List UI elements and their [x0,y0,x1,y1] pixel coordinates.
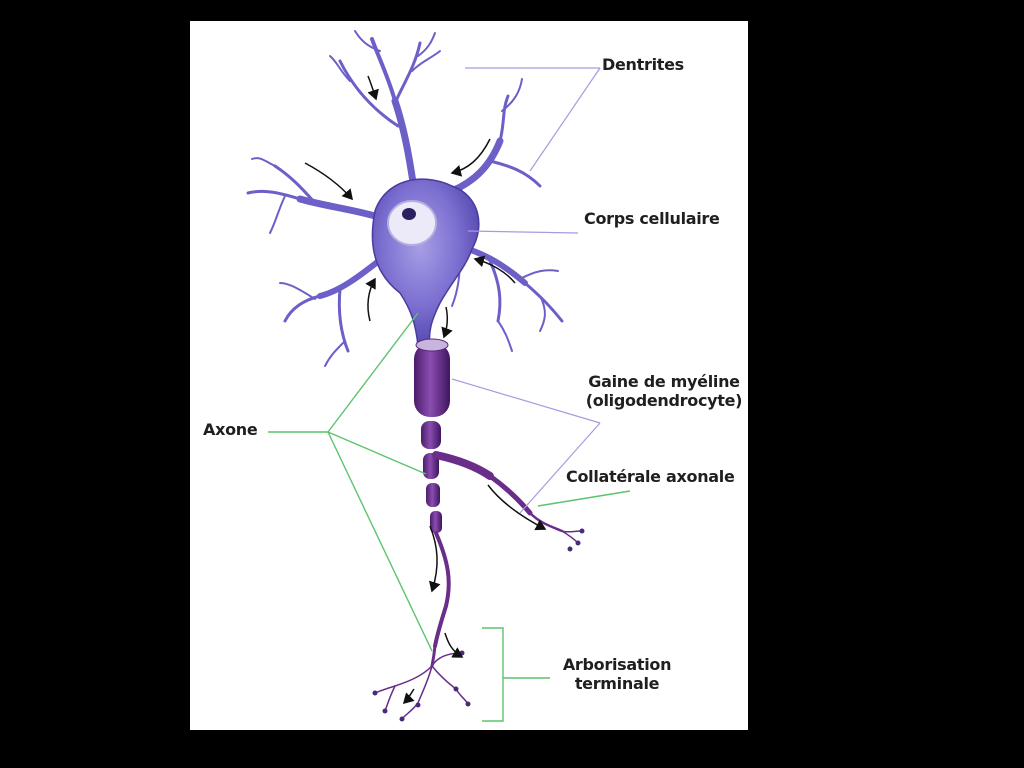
flow-arrow-icon [450,138,491,177]
dendrite-left [269,195,286,234]
neuron-diagram [246,30,631,722]
dendrite-lower-right [523,281,564,323]
dendrite-left [251,157,276,167]
dendrite-right [501,78,523,112]
terminal-arborization [374,652,469,720]
axon-lower [430,531,451,668]
flow-arrows [304,75,547,705]
leader-axone-2 [327,431,427,475]
dendrite-lower-right [488,259,502,323]
leader-axone-3 [327,431,433,652]
label-gaine-de-myeline: Gaine de myéline (oligodendrocyte) [575,372,753,410]
myelin-sheath [414,338,450,533]
flow-arrow-icon [304,162,353,201]
flow-arrow-icon [444,632,464,658]
dendrite-upper [338,59,400,128]
bracket-arborisation [482,627,504,722]
dendrite-upper [411,50,441,72]
label-arborisation-terminale: Arborisation terminale [552,655,682,693]
label-dentrites: Dentrites [602,55,684,74]
label-gaine-line2: (oligodendrocyte) [585,391,743,410]
collateral-terminals [567,528,585,552]
dendrite-lower-right [519,269,559,280]
nucleolus [402,208,416,220]
dendrite-lower-right [539,295,546,332]
dendrite-lower-left [283,294,322,323]
dendrite-upper [393,41,422,105]
dendrite-right [498,94,510,143]
flow-arrow-icon [365,277,376,322]
flow-arrow-icon [402,688,415,705]
dendrite-lower-left [317,253,388,299]
leader-gaine-diag [519,422,601,514]
leader-corps-cellulaire [467,230,579,234]
diagram-slide: Dentrites Corps cellulaire Gaine de myél… [190,21,748,730]
dendrite-left [273,164,317,205]
label-arborisation-line1: Arborisation [562,655,672,674]
dendrite-upper [417,32,436,57]
dendrite-lower-left [337,287,350,353]
dendrites [246,30,564,367]
leader-collaterale [537,490,631,507]
dendrite-right [488,159,542,188]
dendrite-lower-right [497,320,513,352]
synaptic-terminals [372,650,471,722]
dendrite-upper [370,37,397,103]
flow-arrow-icon [429,525,441,593]
leader-lines-purple [451,67,601,514]
dendrite-left [246,189,302,201]
leader-lines-green [268,312,631,722]
flow-arrow-icon [473,255,516,284]
label-collaterale-axonale: Collatérale axonale [566,467,735,486]
dendrite-right [448,137,504,195]
label-gaine-line1: Gaine de myéline [588,372,740,391]
label-arborisation-line2: terminale [574,674,660,693]
leader-gaine [451,378,601,424]
flow-arrow-icon [441,306,453,339]
dendrite-upper [354,30,381,52]
dendrite-upper [329,55,351,82]
label-corps-cellulaire: Corps cellulaire [584,209,720,228]
dendrite-lower-left [324,340,346,367]
flow-arrow-icon [487,484,547,531]
label-axone: Axone [203,420,258,439]
flow-arrow-icon [367,75,379,101]
leader-dentrites-diag [529,67,601,172]
nucleus [387,200,437,246]
dendrite-left [296,195,379,220]
dendrite-lower-left [279,282,316,300]
leader-axone-1 [327,312,419,433]
